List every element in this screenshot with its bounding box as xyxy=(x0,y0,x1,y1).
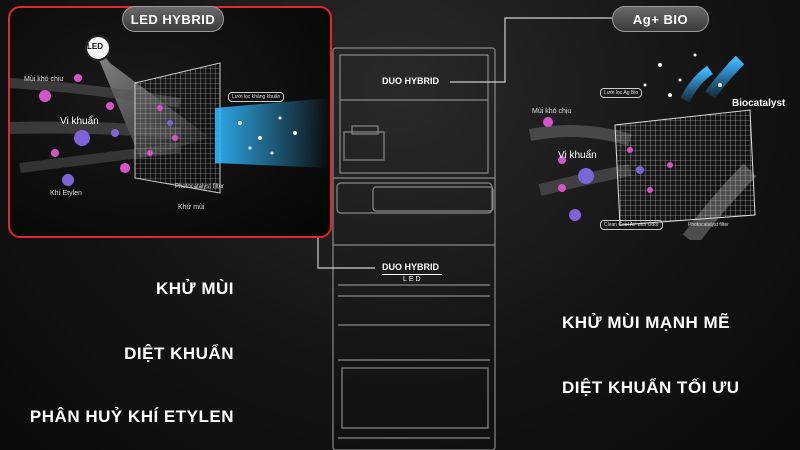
fridge-top-label: DUO HYBRID xyxy=(382,76,440,86)
label-biocatalyst: Biocatalyst xyxy=(732,98,786,109)
led-badge: LED xyxy=(87,42,103,51)
fridge-bottom-label: DUO HYBRID xyxy=(382,262,440,272)
label-bacteria: Vi khuẩn xyxy=(60,116,99,127)
ag-bio-illustration xyxy=(528,53,757,240)
label-photocatalyst-right: Photocatalyst filter xyxy=(688,222,729,228)
label-clean-air: Clean Cool Air with Odor xyxy=(600,220,663,230)
label-photocatalyst: Photocatalyst filter xyxy=(175,184,225,190)
benefit-kill-bacteria: DIỆT KHUẨN xyxy=(124,344,234,363)
label-odor-right: Mùi khó chịu xyxy=(532,108,572,115)
benefit-ethylene: PHÂN HUỶ KHÍ ETYLEN xyxy=(29,407,234,426)
led-filter-illustration xyxy=(10,35,330,194)
benefit-strong-deodorize: KHỬ MÙI MẠNH MẼ xyxy=(562,313,730,332)
benefit-optimal-bacteria: DIỆT KHUẨN TỐI ƯU xyxy=(562,378,740,397)
benefit-deodorize: KHỬ MÙI xyxy=(155,279,234,298)
label-bacteria-right: Vi khuẩn xyxy=(558,150,597,161)
filter-tag: Lưới lọc kháng khuẩn xyxy=(228,92,285,102)
ag-filter-tag: Lưới lọc Ag Bio xyxy=(600,88,643,98)
led-hybrid-title: LED HYBRID xyxy=(122,6,224,32)
label-odor: Mùi khó chịu xyxy=(24,76,64,83)
ag-bio-title: Ag+ BIO xyxy=(612,6,709,32)
label-ethylene: Khí Etylen xyxy=(50,190,82,197)
fridge-bottom-sublabel: LED xyxy=(403,276,423,283)
led-hybrid-panel: LED Mùi khó chịu Vi khuẩn Khí Etylen Pho… xyxy=(8,6,332,238)
label-deodorize: Khử mùi xyxy=(178,204,205,211)
